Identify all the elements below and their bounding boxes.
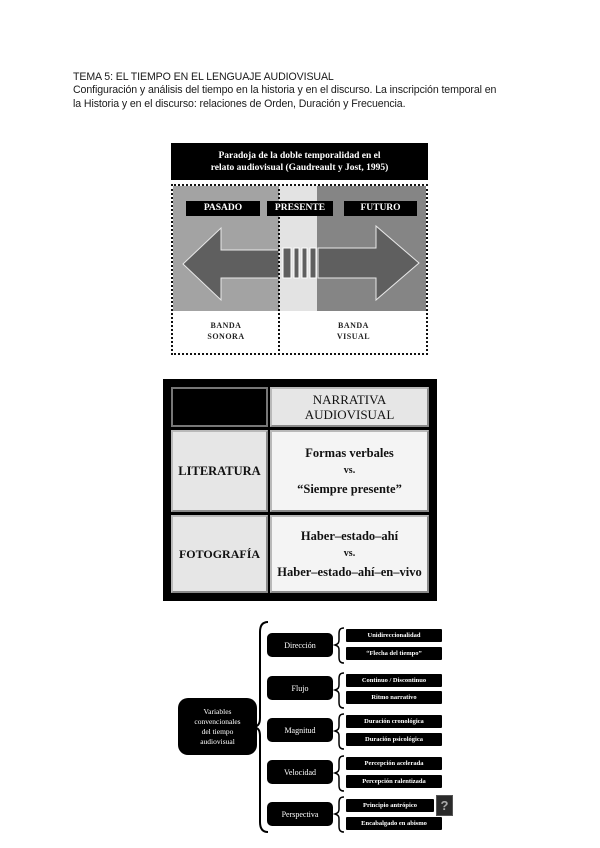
- category-magnitud: Magnitud: [267, 718, 333, 742]
- table-value-line: vs.: [343, 548, 356, 559]
- leaf-item: Encabalgado en abismo: [346, 817, 442, 830]
- leaf-item: Continuo / Discontinuo: [346, 674, 442, 687]
- dotted-frame: [171, 184, 428, 355]
- root-node: Variables convencionales del tiempo audi…: [178, 698, 257, 755]
- category-direccion: Dirección: [267, 633, 333, 657]
- banda-sonora-label: BANDA SONORA: [173, 320, 279, 342]
- table-row-value: Formas verbales vs. “Siempre presente”: [270, 430, 429, 512]
- table-row-value: Haber–estado–ahí vs. Haber–estado–ahí–en…: [270, 515, 429, 593]
- help-icon[interactable]: ?: [436, 795, 453, 816]
- banda-sonora-line-1: BANDA: [210, 321, 242, 330]
- root-line: audiovisual: [200, 736, 235, 746]
- table-header-line-2: AUDIOVISUAL: [304, 407, 395, 422]
- document-subtitle-line-1: Configuración y análisis del tiempo en l…: [73, 84, 497, 97]
- table-row-label: LITERATURA: [171, 430, 268, 512]
- bar-icon: [301, 247, 308, 279]
- leaf-item: Percepción ralentizada: [346, 775, 442, 788]
- table-value-line: vs.: [343, 465, 356, 476]
- banda-sonora-line-2: SONORA: [207, 332, 245, 341]
- category-perspectiva: Perspectiva: [267, 802, 333, 826]
- left-arrow-icon: [182, 226, 280, 302]
- document-subtitle-line-2: la Historia y en el discurso: relaciones…: [73, 97, 406, 110]
- diagram-title-line-1: Paradoja de la doble temporalidad en el: [218, 150, 381, 161]
- bar-icon: [309, 247, 317, 279]
- category-velocidad: Velocidad: [267, 760, 333, 784]
- leaf-item: Duración cronológica: [346, 715, 442, 728]
- small-brace-icon: [332, 713, 345, 750]
- label-presente: PRESENTE: [267, 201, 333, 216]
- root-line: convencionales: [194, 716, 241, 726]
- document-header: TEMA 5: EL TIEMPO EN EL LENGUAJE AUDIOVI…: [73, 71, 543, 111]
- comparison-table: NARRATIVA AUDIOVISUAL LITERATURA Formas …: [163, 379, 437, 601]
- leaf-item: Unidireccionalidad: [346, 629, 442, 642]
- small-brace-icon: [332, 796, 345, 833]
- label-futuro: FUTURO: [344, 201, 417, 216]
- leaf-item: Ritmo narrativo: [346, 691, 442, 704]
- leaf-item: “Flecha del tiempo”: [346, 647, 442, 660]
- category-flujo: Flujo: [267, 676, 333, 700]
- table-header-line-1: NARRATIVA: [312, 392, 387, 407]
- diagram-title: Paradoja de la doble temporalidad en el …: [171, 143, 428, 180]
- bar-icon: [282, 247, 292, 279]
- leaf-item: Principio antrópico: [346, 799, 434, 812]
- dotted-divider: [278, 184, 280, 355]
- small-brace-icon: [332, 755, 345, 792]
- table-header-cell: NARRATIVA AUDIOVISUAL: [270, 387, 429, 427]
- table-value-line: “Siempre presente”: [297, 482, 402, 496]
- leaf-item: Percepción acelerada: [346, 757, 442, 770]
- document-title: TEMA 5: EL TIEMPO EN EL LENGUAJE AUDIOVI…: [73, 71, 334, 83]
- diagram-title-line-2: relato audiovisual (Gaudreault y Jost, 1…: [210, 162, 389, 173]
- table-row-label: FOTOGRAFÍA: [171, 515, 268, 593]
- table-corner-cell: [171, 387, 268, 427]
- bar-icon: [293, 247, 300, 279]
- banda-visual-line-2: VISUAL: [336, 332, 371, 341]
- root-line: del tiempo: [201, 726, 234, 736]
- small-brace-icon: [332, 672, 345, 709]
- small-brace-icon: [332, 627, 345, 664]
- label-pasado: PASADO: [186, 201, 260, 216]
- table-value-line: Haber–estado–ahí: [300, 529, 399, 543]
- diagram-body: PASADO PRESENTE FUTURO BANDA SONORA BAND…: [171, 184, 428, 355]
- table-value-line: Haber–estado–ahí–en–vivo: [277, 565, 422, 579]
- right-arrow-icon: [317, 224, 420, 302]
- band-zone: [173, 311, 426, 353]
- leaf-item: Duración psicológica: [346, 733, 442, 746]
- banda-visual-line-1: BANDA: [338, 321, 369, 330]
- banda-visual-label: BANDA VISUAL: [281, 320, 426, 342]
- table-value-line: Formas verbales: [305, 446, 394, 460]
- root-line: Variables: [203, 706, 232, 716]
- double-temporality-diagram: Paradoja de la doble temporalidad en el …: [171, 143, 428, 355]
- time-arrows: [182, 224, 420, 302]
